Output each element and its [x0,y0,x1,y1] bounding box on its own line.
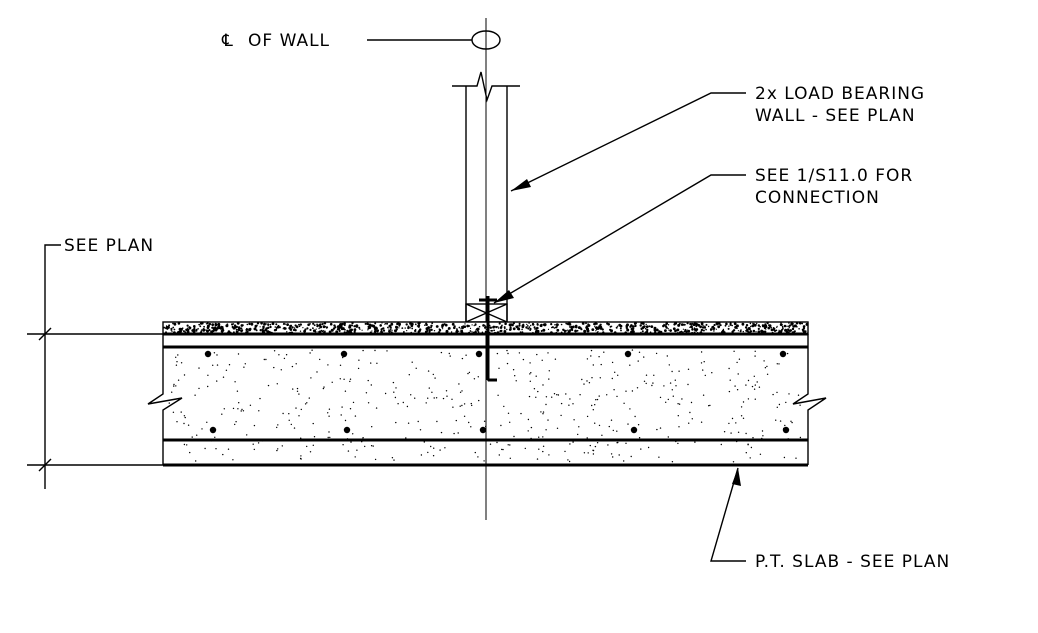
slab-leader [710,467,746,562]
pt-slab [147,321,827,467]
anchor-bolt [479,296,497,382]
concrete-stipple [168,349,802,463]
connection-leader [493,174,746,304]
centerline-symbol: ℄ [221,31,234,51]
slab-label: P.T. SLAB - SEE PLAN [755,552,950,572]
connection-label-line2: CONNECTION [755,188,880,208]
dimension-label: SEE PLAN [64,236,154,256]
slab-dimension [27,244,163,489]
wall-label-line2: WALL - SEE PLAN [755,106,916,126]
connection-label-line1: SEE 1/S11.0 FOR [755,166,913,186]
wall-leader [510,92,746,192]
wall-label-line1: 2x LOAD BEARING [755,84,925,104]
wall-centerline [367,18,501,520]
centerline-label: OF WALL [248,31,330,51]
topping-texture [163,321,809,335]
load-bearing-wall [452,71,520,323]
